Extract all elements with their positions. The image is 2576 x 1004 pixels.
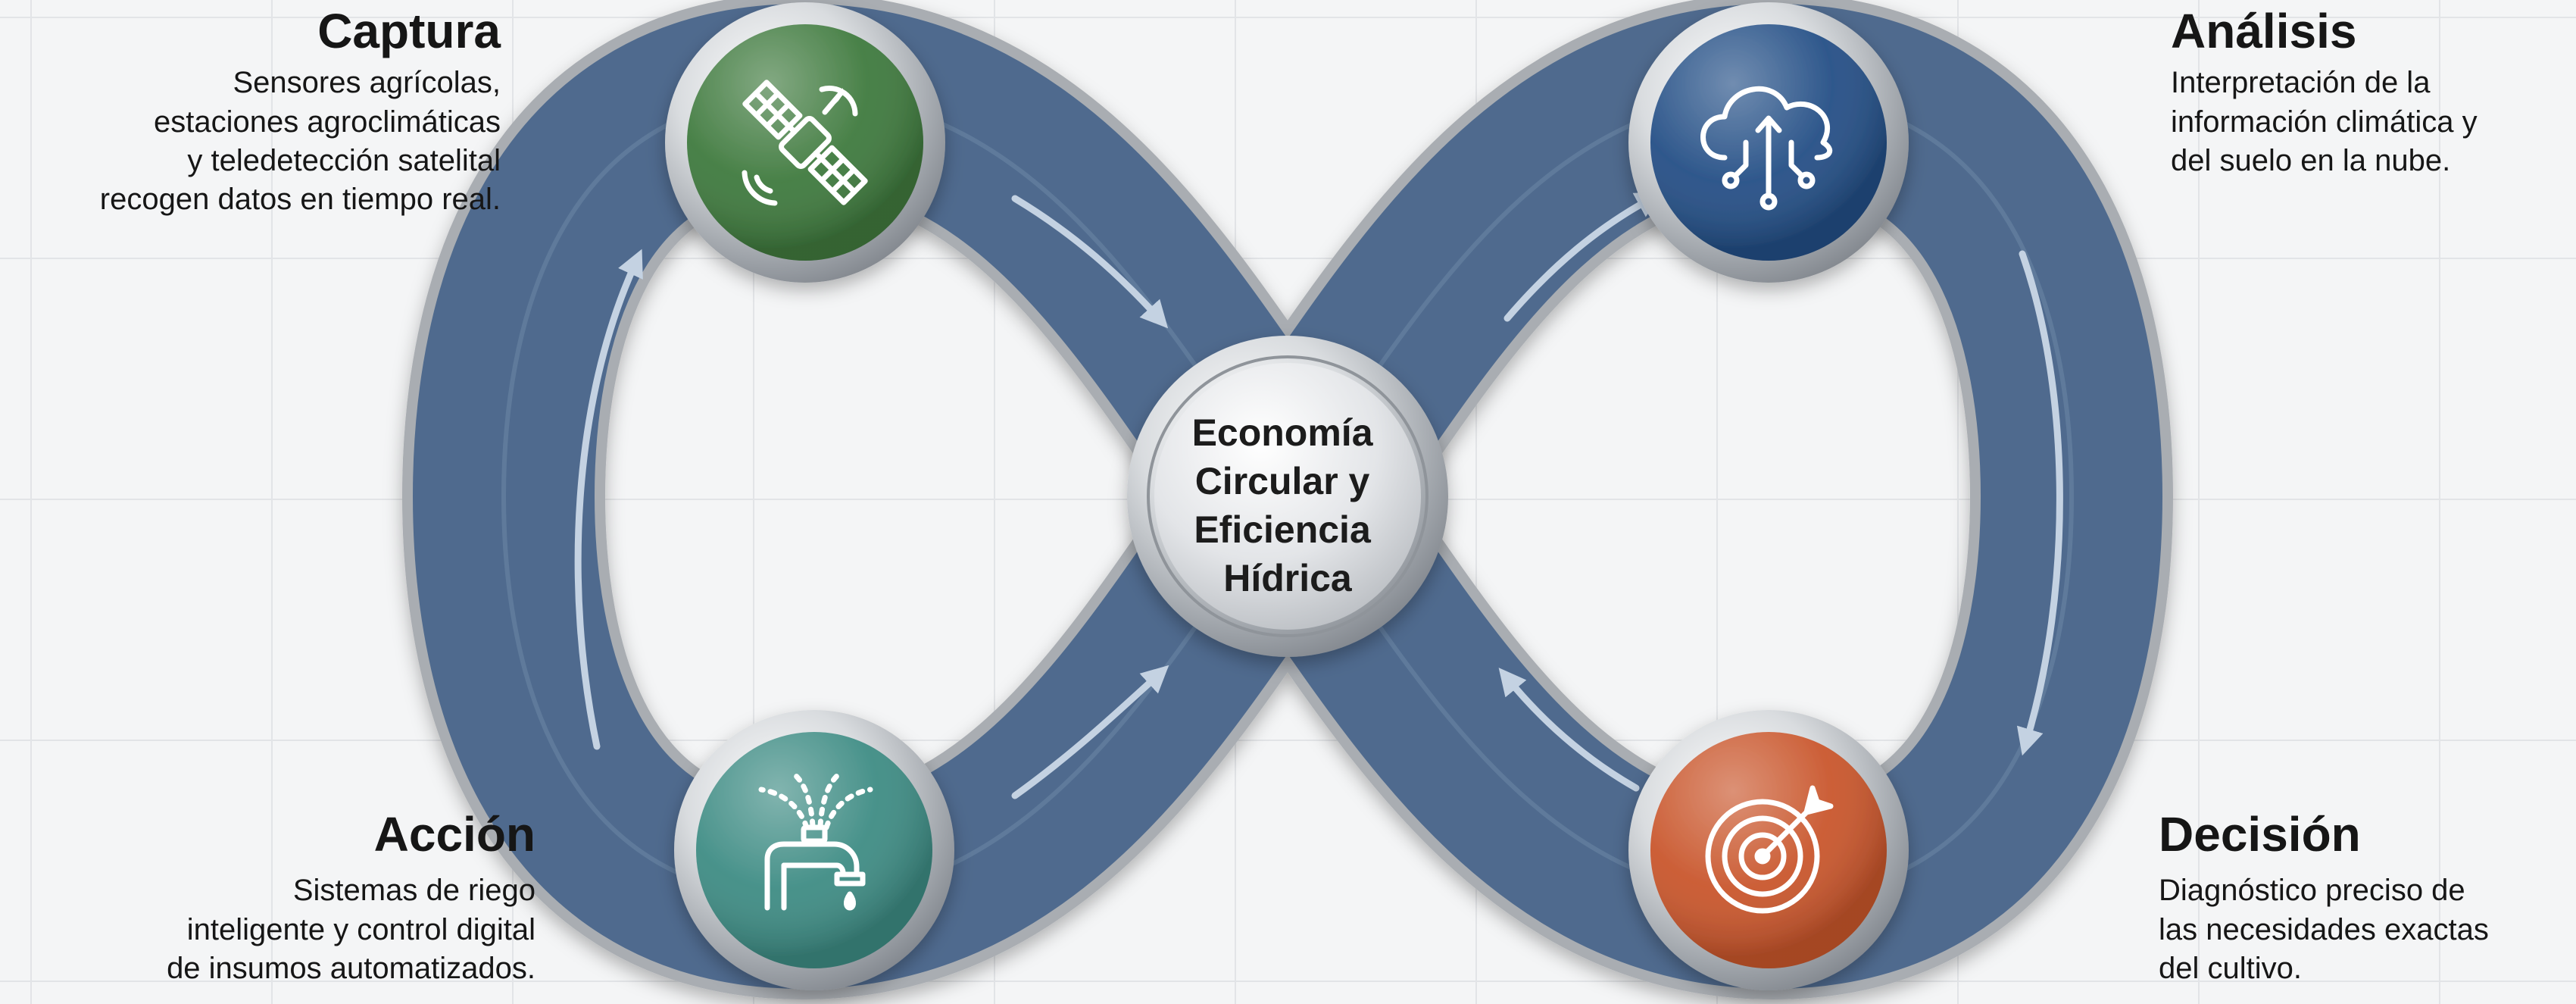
stage-desc-accion-line: Sistemas de riego	[292, 874, 535, 908]
flow-arrows	[574, 192, 2063, 799]
stage-desc-analisis-line: del suelo en la nube.	[2171, 143, 2451, 177]
center-label-line-3: Eficiencia	[1194, 508, 1372, 551]
stage-desc-accion: Sistemas de riego inteligente y control …	[167, 871, 535, 988]
stage-desc-accion-line: de insumos automatizados.	[167, 951, 535, 985]
stage-desc-captura-line: y teledetección satelital	[187, 143, 501, 177]
center-label-line-2: Circular y	[1195, 460, 1370, 502]
stage-desc-decision-line: Diagnóstico preciso de	[2159, 874, 2465, 908]
stage-desc-captura-line: recogen datos en tiempo real.	[99, 182, 501, 216]
stage-title-accion: Acción	[373, 807, 535, 862]
flow-arrow-left-bottom	[1011, 665, 1169, 799]
stage-text-captura: Captura Sensores agrícolas, estaciones a…	[100, 5, 501, 219]
stage-desc-captura: Sensores agrícolas, estaciones agroclimá…	[100, 64, 501, 219]
center-label-line-4: Hídrica	[1223, 557, 1353, 599]
stage-node-captura	[665, 2, 945, 283]
stage-desc-accion-line: inteligente y control digital	[186, 912, 535, 946]
stage-desc-analisis: Interpretación de la información climáti…	[2171, 64, 2478, 180]
center-node: Economía Circular y Eficiencia Hídrica	[1127, 336, 1448, 657]
stage-desc-captura-line: Sensores agrícolas,	[233, 66, 501, 100]
stage-node-analisis	[1628, 2, 1909, 283]
stage-desc-captura-line: estaciones agroclimáticas	[154, 105, 501, 139]
flow-arrow-left-top	[1011, 195, 1169, 329]
flow-arrow-left-outer	[574, 249, 643, 750]
cloud-data-icon	[1700, 86, 1833, 211]
stage-node-decision	[1628, 710, 1909, 990]
flow-arrow-right-outer	[2016, 250, 2063, 756]
stage-text-decision: Decisión Diagnóstico preciso de las nece…	[2159, 808, 2489, 988]
stage-title-analisis: Análisis	[2171, 4, 2357, 58]
flow-arrow-right-bottom	[1498, 668, 1640, 792]
satellite-icon	[742, 80, 868, 206]
target-arrow-icon	[1705, 785, 1834, 914]
stage-title-captura: Captura	[317, 4, 501, 58]
stage-node-accion	[674, 710, 954, 990]
stage-desc-analisis-line: Interpretación de la	[2171, 66, 2431, 100]
stage-text-analisis: Análisis Interpretación de la informació…	[2171, 5, 2478, 180]
stage-desc-analisis-line: información climática y	[2171, 105, 2478, 139]
stage-desc-decision-line: las necesidades exactas	[2159, 912, 2489, 946]
water-faucet-icon	[758, 773, 873, 911]
stage-desc-decision-line: del cultivo.	[2159, 951, 2302, 985]
center-label-line-1: Economía	[1192, 411, 1374, 454]
stage-text-accion: Acción Sistemas de riego inteligente y c…	[167, 808, 535, 988]
center-label: Economía Circular y Eficiencia Hídrica	[1192, 411, 1384, 599]
stage-title-decision: Decisión	[2159, 807, 2361, 862]
flow-arrow-right-top	[1503, 192, 1663, 322]
stage-desc-decision: Diagnóstico preciso de las necesidades e…	[2159, 871, 2489, 988]
